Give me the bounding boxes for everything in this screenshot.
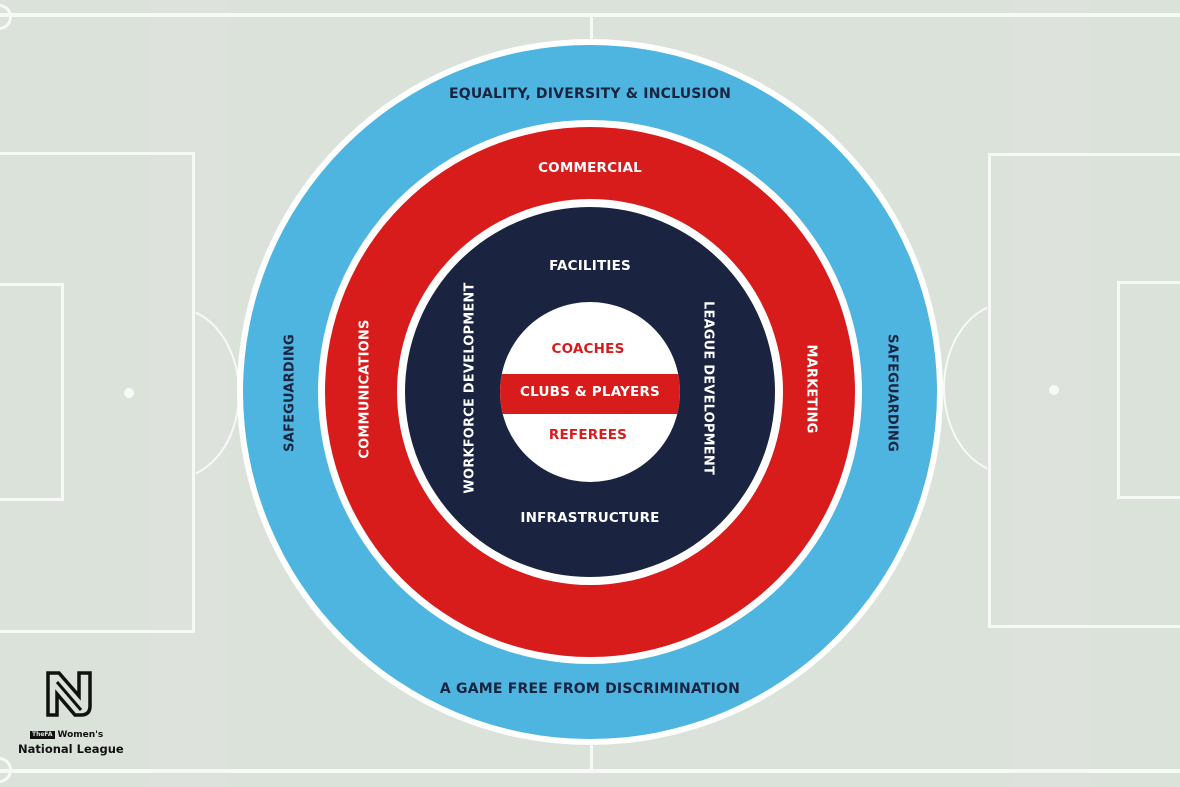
label-referees: REFEREES — [548, 427, 628, 443]
label-workforce-development: WORKFORCE DEVELOPMENT — [462, 282, 478, 494]
label-clubs-and-players: CLUBS & PLAYERS — [520, 384, 660, 400]
core-band — [500, 374, 680, 414]
corner-arc — [0, 4, 12, 30]
wnl-n-logo-icon — [46, 671, 92, 717]
label-league-development: LEAGUE DEVELOPMENT — [700, 300, 716, 476]
label-equality-diversity-inclusion: EQUALITY, DIVERSITY & INCLUSION — [449, 86, 731, 102]
left-penalty-box — [0, 152, 195, 633]
left-goal-box — [0, 283, 64, 501]
left-penalty-spot — [124, 388, 134, 398]
corner-arc — [0, 757, 12, 783]
label-communications: COMMUNICATIONS — [357, 319, 373, 459]
right-goal-box — [1117, 281, 1180, 499]
right-penalty-spot — [1049, 385, 1059, 395]
label-commercial: COMMERCIAL — [538, 160, 642, 176]
logo-national-league-text: National League — [18, 742, 124, 756]
label-game-free-from-discrimination: A GAME FREE FROM DISCRIMINATION — [439, 681, 741, 697]
label-safeguarding-left: SAFEGUARDING — [282, 334, 298, 452]
right-penalty-box — [988, 153, 1180, 628]
the-fa-badge: TheFA — [30, 731, 55, 739]
logo-line-1: TheFA Women's — [30, 730, 103, 740]
label-marketing: MARKETING — [803, 344, 819, 434]
label-coaches: COACHES — [551, 341, 625, 357]
label-safeguarding-right: SAFEGUARDING — [884, 334, 900, 452]
core-circle — [500, 302, 680, 482]
logo-womens-text: Women's — [57, 730, 104, 740]
label-infrastructure: INFRASTRUCTURE — [520, 510, 660, 526]
label-facilities: FACILITIES — [549, 258, 631, 274]
